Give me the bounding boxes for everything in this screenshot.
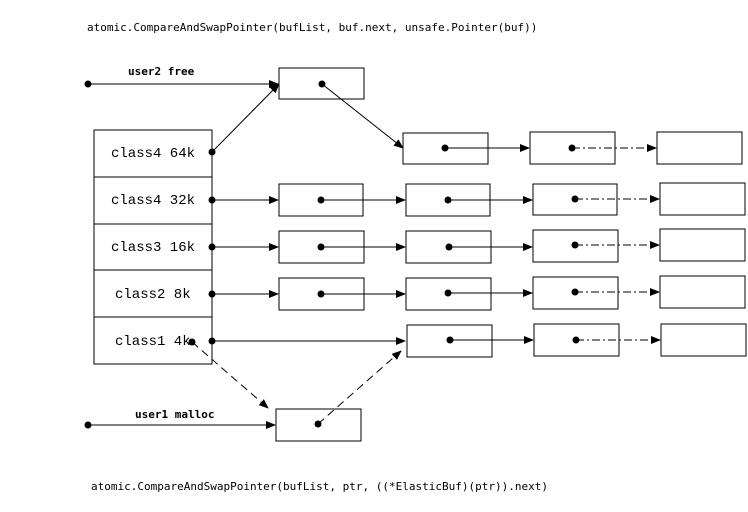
head-to-freed-arrow <box>211 83 280 153</box>
top-code-caption: atomic.CompareAndSwapPointer(bufList, bu… <box>87 21 537 34</box>
buffer-node <box>659 275 746 309</box>
size-class-cell <box>93 269 213 318</box>
user1-malloc-label: user1 malloc <box>135 408 214 421</box>
size-class-label: class4 64k <box>111 146 195 162</box>
malloc-take-arrow <box>191 341 269 409</box>
buffer-node <box>659 228 746 262</box>
size-class-table: class4 64k class4 32k class3 16k class2 … <box>93 129 213 365</box>
buffer-node <box>656 131 743 165</box>
malloced-buffer-next-arrow <box>317 350 402 425</box>
buffer-node <box>660 323 747 357</box>
size-class-label: class3 16k <box>111 240 195 256</box>
size-class-label: class4 32k <box>111 193 195 209</box>
size-class-label: class1 4k <box>115 334 191 350</box>
user2-free-label: user2 free <box>128 65 195 78</box>
buffer-node <box>659 182 746 216</box>
size-class-label: class2 8k <box>115 287 191 303</box>
freed-buffer-next-arrow <box>321 83 404 149</box>
bottom-code-caption: atomic.CompareAndSwapPointer(bufList, pt… <box>91 480 548 493</box>
